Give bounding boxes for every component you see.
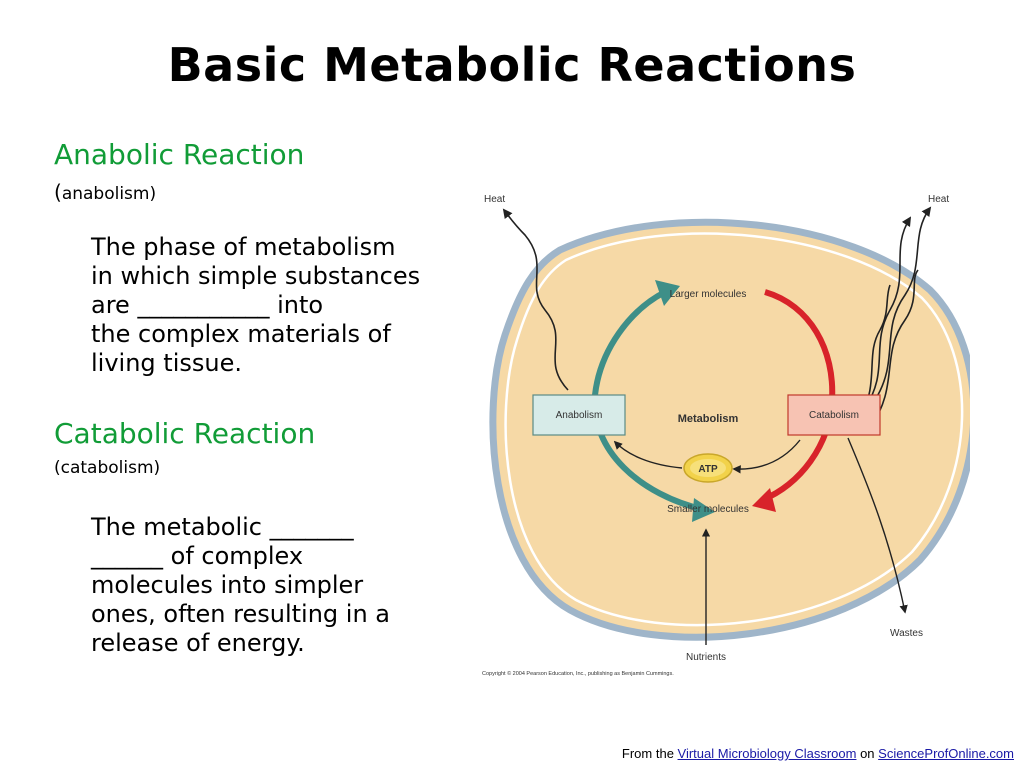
heat-arrow-right: [864, 216, 912, 409]
heat-arrow-left: [502, 208, 569, 391]
heat-arrow-right: [869, 269, 919, 429]
anabolic-line: in which simple substances: [91, 262, 421, 290]
heat-label-right: Heat: [928, 194, 949, 205]
virtual-microbiology-link[interactable]: Virtual Microbiology Classroom: [677, 746, 857, 761]
nutrients-label: Nutrients: [686, 652, 726, 663]
anabolic-heading: Anabolic Reaction: [54, 138, 305, 171]
catabolic-definition: The metabolic _______ ______ of complex …: [91, 513, 390, 658]
catabolic-line: molecules into simpler: [91, 571, 364, 599]
heat-label-left: Heat: [484, 194, 505, 205]
atp-ellipse-inner: [690, 459, 726, 477]
catabolic-heading: Catabolic Reaction: [54, 417, 316, 450]
footer-prefix: From the: [621, 746, 678, 761]
slide-title: Basic Metabolic Reactions: [167, 38, 857, 92]
anabolic-line: the complex materials of: [91, 320, 391, 348]
anabolism-arrow-head: [692, 498, 715, 522]
wastes-arrow: [847, 437, 908, 614]
catabolic-line: The metabolic _______: [91, 513, 354, 541]
catabolism-box: [787, 394, 881, 436]
anabolism-box: [532, 394, 626, 436]
catabolism-arrow-head: [752, 488, 776, 512]
wastes-label: Wastes: [890, 628, 923, 639]
catabolic-line: ones, often resulting in a: [91, 600, 391, 628]
metabolism-diagram: Heat Heat Anabolism Catabolism Larger mo…: [482, 194, 970, 677]
atp-label: ATP: [698, 464, 718, 475]
anabolic-line: The phase of metabolism: [91, 233, 396, 261]
footer-middle: on: [856, 746, 879, 761]
metabolism-label: Metabolism: [678, 413, 739, 425]
heat-arrow-right: [874, 206, 932, 401]
copyright-note: Copyright © 2004 Pearson Education, Inc.…: [482, 670, 674, 677]
atp-arrow-to-anabolism: [613, 440, 683, 469]
larger-molecules-label: Larger molecules: [670, 289, 747, 300]
anabolism-arrow-head: [655, 280, 680, 306]
catabolic-line: release of energy.: [91, 629, 305, 657]
atp-arrow-from-catabolism: [732, 439, 801, 474]
anabolic-subtitle-close: ): [149, 184, 157, 204]
anabolic-line: are ___________ into: [91, 291, 324, 319]
heat-arrow-right: [859, 284, 891, 421]
anabolic-subtitle-open: (: [54, 180, 62, 204]
catabolic-line: ______ of complex: [91, 542, 304, 570]
anabolism-label: Anabolism: [556, 410, 603, 421]
anabolic-line: living tissue.: [91, 349, 242, 377]
anabolic-definition: The phase of metabolism in which simple …: [91, 233, 420, 378]
footer-credit: From the Virtual Microbiology Classroom …: [622, 746, 1014, 761]
catabolism-label: Catabolism: [809, 410, 859, 421]
smaller-molecules-label: Smaller molecules: [667, 504, 749, 515]
scienceprofonline-link[interactable]: ScienceProfOnline.com: [878, 746, 1014, 761]
catabolic-subtitle: (catabolism): [54, 458, 161, 478]
anabolic-subtitle: (anabolism): [54, 180, 156, 204]
anabolic-subtitle-word: anabolism: [61, 184, 150, 204]
